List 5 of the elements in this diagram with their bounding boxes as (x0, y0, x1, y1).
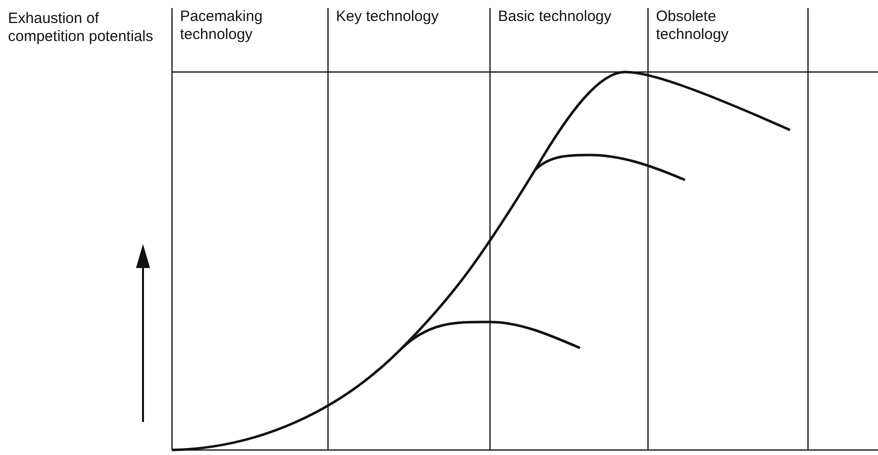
axis-label: Exhaustion of competition potentials (8, 10, 154, 46)
column-header: Pacemaking technology (180, 8, 264, 44)
column-header: Basic technology (498, 8, 612, 26)
column-header: Obsolete technology (656, 8, 730, 44)
column-header: Key technology (336, 8, 440, 26)
